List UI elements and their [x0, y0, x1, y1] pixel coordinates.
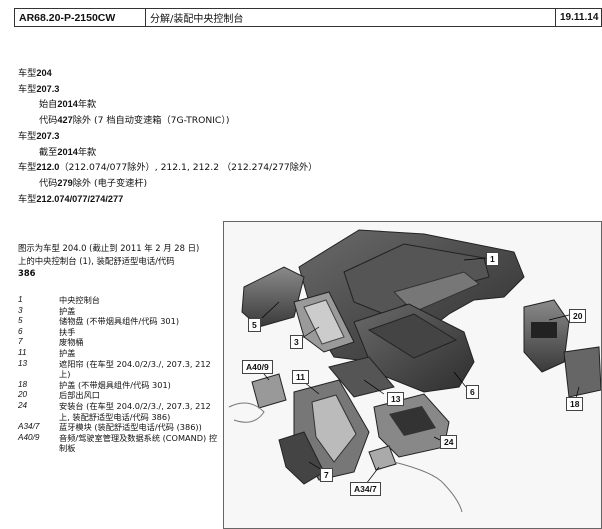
document-code: AR68.20-P-2150CW: [15, 9, 146, 26]
validity-line: 车型207.3: [18, 129, 59, 145]
parts-legend: 1 中央控制台 3 护盖 5 储物盘 (不带烟具组件/代码 301) 6 扶手 7 废物桶 11 护盖…: [18, 295, 223, 454]
legend-key: 1: [18, 295, 23, 304]
validity-prefix: 截至: [39, 146, 58, 158]
legend-text: 遮阳帘 (在车型 204.0/2/3./, 207.3, 212 上): [59, 358, 211, 380]
validity-suffix: 除外 (电子变速杆): [72, 177, 148, 189]
legend-key: A40/9: [18, 432, 40, 442]
document-date: 19.11.14: [560, 12, 599, 23]
validity-prefix: 车型: [18, 130, 37, 142]
legend-text: 后部出风口: [59, 390, 100, 401]
callout-label: 13: [387, 392, 405, 406]
legend-key: 7: [18, 337, 23, 347]
validity-line: 截至2014年款: [39, 145, 96, 161]
validity-value: 2014: [57, 99, 78, 110]
callout-label: 11: [292, 370, 309, 384]
caption-line: 386: [18, 268, 36, 278]
legend-text: 护盖 (不带烟具组件/代码 301): [59, 379, 171, 390]
legend-text: 音频/驾驶室管理及数据系统 (COMAND) 控制板: [59, 432, 218, 454]
legend-key: 6: [18, 326, 23, 336]
validity-prefix: 车型: [18, 193, 37, 205]
legend-text: 扶手: [59, 326, 76, 337]
validity-suffix: 年款: [77, 99, 97, 111]
callout-label: 1: [486, 252, 499, 266]
document-title: 分解/装配中央控制台: [146, 9, 556, 26]
validity-line: 始自2014年款: [39, 97, 96, 113]
callout-label: A40/9: [242, 360, 273, 374]
validity-suffix: 年款: [77, 146, 97, 158]
callout-label: 3: [290, 335, 303, 349]
figure-caption: 图示为车型 204.0 (截止到 2011 年 2 月 28 日) 上的中央控制…: [18, 242, 218, 280]
validity-prefix: 车型: [18, 68, 37, 79]
legend-key: A34/7: [18, 422, 40, 432]
legend-key: 5: [18, 316, 23, 326]
legend-item: 11 护盖: [18, 348, 223, 359]
validity-value: 212.074/077/274/277: [36, 193, 124, 204]
validity-line: 代码279除外 (电子变速杆): [39, 176, 147, 192]
legend-item: 13 遮阳帘 (在车型 204.0/2/3./, 207.3, 212 上): [18, 359, 223, 380]
legend-text: 安装台 (在车型 204.0/2/3./, 207.3, 212 上, 装配舒适…: [59, 400, 211, 422]
legend-key: 20: [18, 390, 28, 400]
legend-text: 蓝牙模块 (装配舒适型电话/代码 (386)): [59, 422, 202, 433]
legend-item: 6 扶手: [18, 327, 223, 338]
callout-label: 20: [569, 309, 587, 323]
document-header: AR68.20-P-2150CW 分解/装配中央控制台 19.11.14: [14, 8, 602, 27]
legend-text: 废物桶: [59, 337, 84, 348]
legend-key: 11: [18, 347, 27, 357]
legend-item: 24 安装台 (在车型 204.0/2/3./, 207.3, 212 上, 装配…: [18, 401, 223, 422]
validity-line: 代码427除外 (7 档自动变速箱（7G-TRONIC）): [39, 113, 230, 129]
validity-value: 2014: [57, 146, 78, 157]
legend-key: 24: [18, 400, 28, 410]
validity-value: 204: [36, 68, 52, 78]
legend-item: 7 废物桶: [18, 337, 223, 348]
validity-prefix: 代码: [39, 177, 58, 189]
legend-item: 3 护盖: [18, 306, 223, 317]
validity-value: 427: [57, 115, 73, 126]
legend-text: 护盖: [59, 347, 76, 358]
validity-value: 279: [57, 177, 73, 188]
validity-prefix: 车型: [18, 83, 37, 95]
legend-item: 20 后部出风口: [18, 390, 223, 401]
legend-item: A34/7 蓝牙模块 (装配舒适型电话/代码 (386)): [18, 422, 223, 433]
caption-line: 上的中央控制台 (1), 装配舒适型电话/代码: [18, 255, 175, 266]
center-console-illustration: [228, 229, 601, 513]
legend-text: 护盖: [59, 305, 76, 316]
legend-text: 中央控制台: [59, 295, 100, 305]
callout-label: 18: [566, 397, 584, 411]
callout-label: 5: [248, 318, 261, 332]
callout-label: 24: [440, 435, 458, 449]
validity-value: 207.3: [36, 130, 60, 141]
legend-item: 5 储物盘 (不带烟具组件/代码 301): [18, 316, 223, 327]
exploded-view-figure: 1 5 3 6 13 20 18 11 24 A40/9 7 A34/7: [223, 221, 602, 529]
validity-prefix: 车型: [18, 162, 37, 174]
validity-line: 车型212.074/077/274/277: [18, 192, 123, 208]
validity-suffix: 除外 (7 档自动变速箱（7G-TRONIC）): [72, 115, 230, 127]
validity-suffix: （212.074/077除外）, 212.1, 212.2 （212.274/2…: [59, 162, 318, 174]
callout-label: A34/7: [350, 482, 381, 496]
validity-line: 车型204: [18, 66, 52, 82]
legend-text: 储物盘 (不带烟具组件/代码 301): [59, 316, 180, 327]
callout-label: 7: [320, 468, 333, 482]
legend-item: A40/9 音频/驾驶室管理及数据系统 (COMAND) 控制板: [18, 433, 223, 454]
legend-key: 3: [18, 305, 23, 315]
legend-item: 1 中央控制台: [18, 295, 223, 306]
validity-line: 车型207.3: [18, 82, 59, 98]
legend-item: 18 护盖 (不带烟具组件/代码 301): [18, 380, 223, 391]
legend-key: 18: [18, 379, 28, 389]
callout-label: 6: [466, 385, 479, 399]
validity-line: 车型212.0（212.074/077除外）, 212.1, 212.2 （21…: [18, 160, 317, 176]
validity-prefix: 代码: [39, 115, 58, 127]
validity-value: 212.0: [36, 162, 60, 173]
validity-value: 207.3: [36, 83, 60, 94]
legend-key: 13: [18, 358, 28, 368]
caption-line: 图示为车型 204.0 (截止到 2011 年 2 月 28 日): [18, 243, 200, 253]
validity-prefix: 始自: [39, 99, 58, 111]
